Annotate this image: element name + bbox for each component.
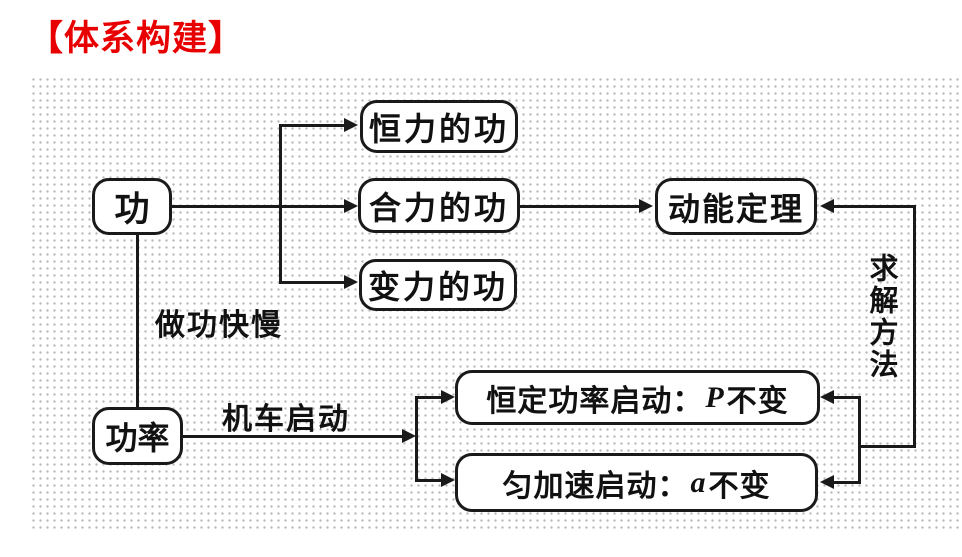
arrowhead-into-theorem-right bbox=[820, 199, 834, 213]
node-net-force-work-label: 合力的功 bbox=[368, 189, 509, 226]
connector-right-top bbox=[833, 205, 916, 208]
constant-power-start-variable: P bbox=[705, 380, 725, 414]
arrowhead-into-varforce bbox=[344, 275, 358, 289]
node-variable-force-work-label: 变力的功 bbox=[367, 269, 508, 305]
connector-sub-bottom bbox=[833, 481, 861, 484]
branch-vertical-work bbox=[279, 124, 282, 284]
node-kinetic-energy-theorem-label: 动能定理 bbox=[667, 190, 804, 227]
connector-branch-to-uniformaccel bbox=[415, 479, 443, 482]
node-net-force-work: 合力的功 bbox=[358, 178, 520, 233]
arrowhead-into-uniformaccel-right bbox=[820, 475, 834, 489]
connector-work-to-power bbox=[136, 235, 139, 407]
node-power: 功率 bbox=[92, 407, 183, 465]
uniform-accel-start-variable: a bbox=[690, 465, 707, 499]
uniform-accel-start-prefix: 匀加速启动： bbox=[502, 469, 689, 503]
arrowhead-into-theorem-left bbox=[639, 199, 653, 213]
branch-vertical-start-modes bbox=[415, 396, 418, 482]
node-work-label: 功 bbox=[114, 190, 150, 229]
arrowhead-into-uniformaccel bbox=[441, 473, 455, 487]
arrowhead-into-constpower-right bbox=[820, 390, 834, 404]
node-variable-force-work: 变力的功 bbox=[359, 259, 517, 311]
vertical-right-sub bbox=[858, 396, 861, 484]
connector-right-bottom bbox=[858, 445, 916, 448]
node-constant-force-work: 恒力的功 bbox=[360, 100, 518, 153]
arrowhead-into-constpower bbox=[441, 390, 455, 404]
node-kinetic-energy-theorem: 动能定理 bbox=[655, 178, 817, 235]
connector-branch-to-constforce bbox=[279, 124, 345, 127]
connector-branch-to-constpower bbox=[415, 396, 443, 399]
edge-label-work-rate: 做功快慢 bbox=[155, 309, 283, 342]
uniform-accel-start-suffix: 不变 bbox=[708, 469, 771, 503]
node-power-label: 功率 bbox=[105, 420, 170, 456]
node-work: 功 bbox=[92, 178, 172, 235]
connector-branch-to-varforce bbox=[279, 281, 345, 284]
edge-label-solving-method: 求解方法 bbox=[865, 253, 897, 381]
constant-power-start-suffix: 不变 bbox=[726, 384, 789, 418]
arrowhead-into-netforce bbox=[344, 199, 358, 213]
constant-power-start-prefix: 恒定功率启动： bbox=[486, 384, 704, 418]
connector-work-to-netforce bbox=[172, 205, 347, 208]
connector-power-right bbox=[183, 435, 404, 438]
page-title: 【体系构建】 bbox=[28, 19, 245, 58]
arrowhead-at-branch2 bbox=[402, 429, 416, 443]
arrowhead-into-constforce bbox=[344, 118, 358, 132]
edge-label-locomotive-start: 机车启动 bbox=[222, 403, 350, 436]
connector-sub-top bbox=[833, 396, 861, 399]
connector-netforce-to-theorem bbox=[520, 205, 640, 208]
node-constant-force-work-label: 恒力的功 bbox=[368, 110, 509, 147]
vertical-right-main bbox=[913, 205, 916, 448]
